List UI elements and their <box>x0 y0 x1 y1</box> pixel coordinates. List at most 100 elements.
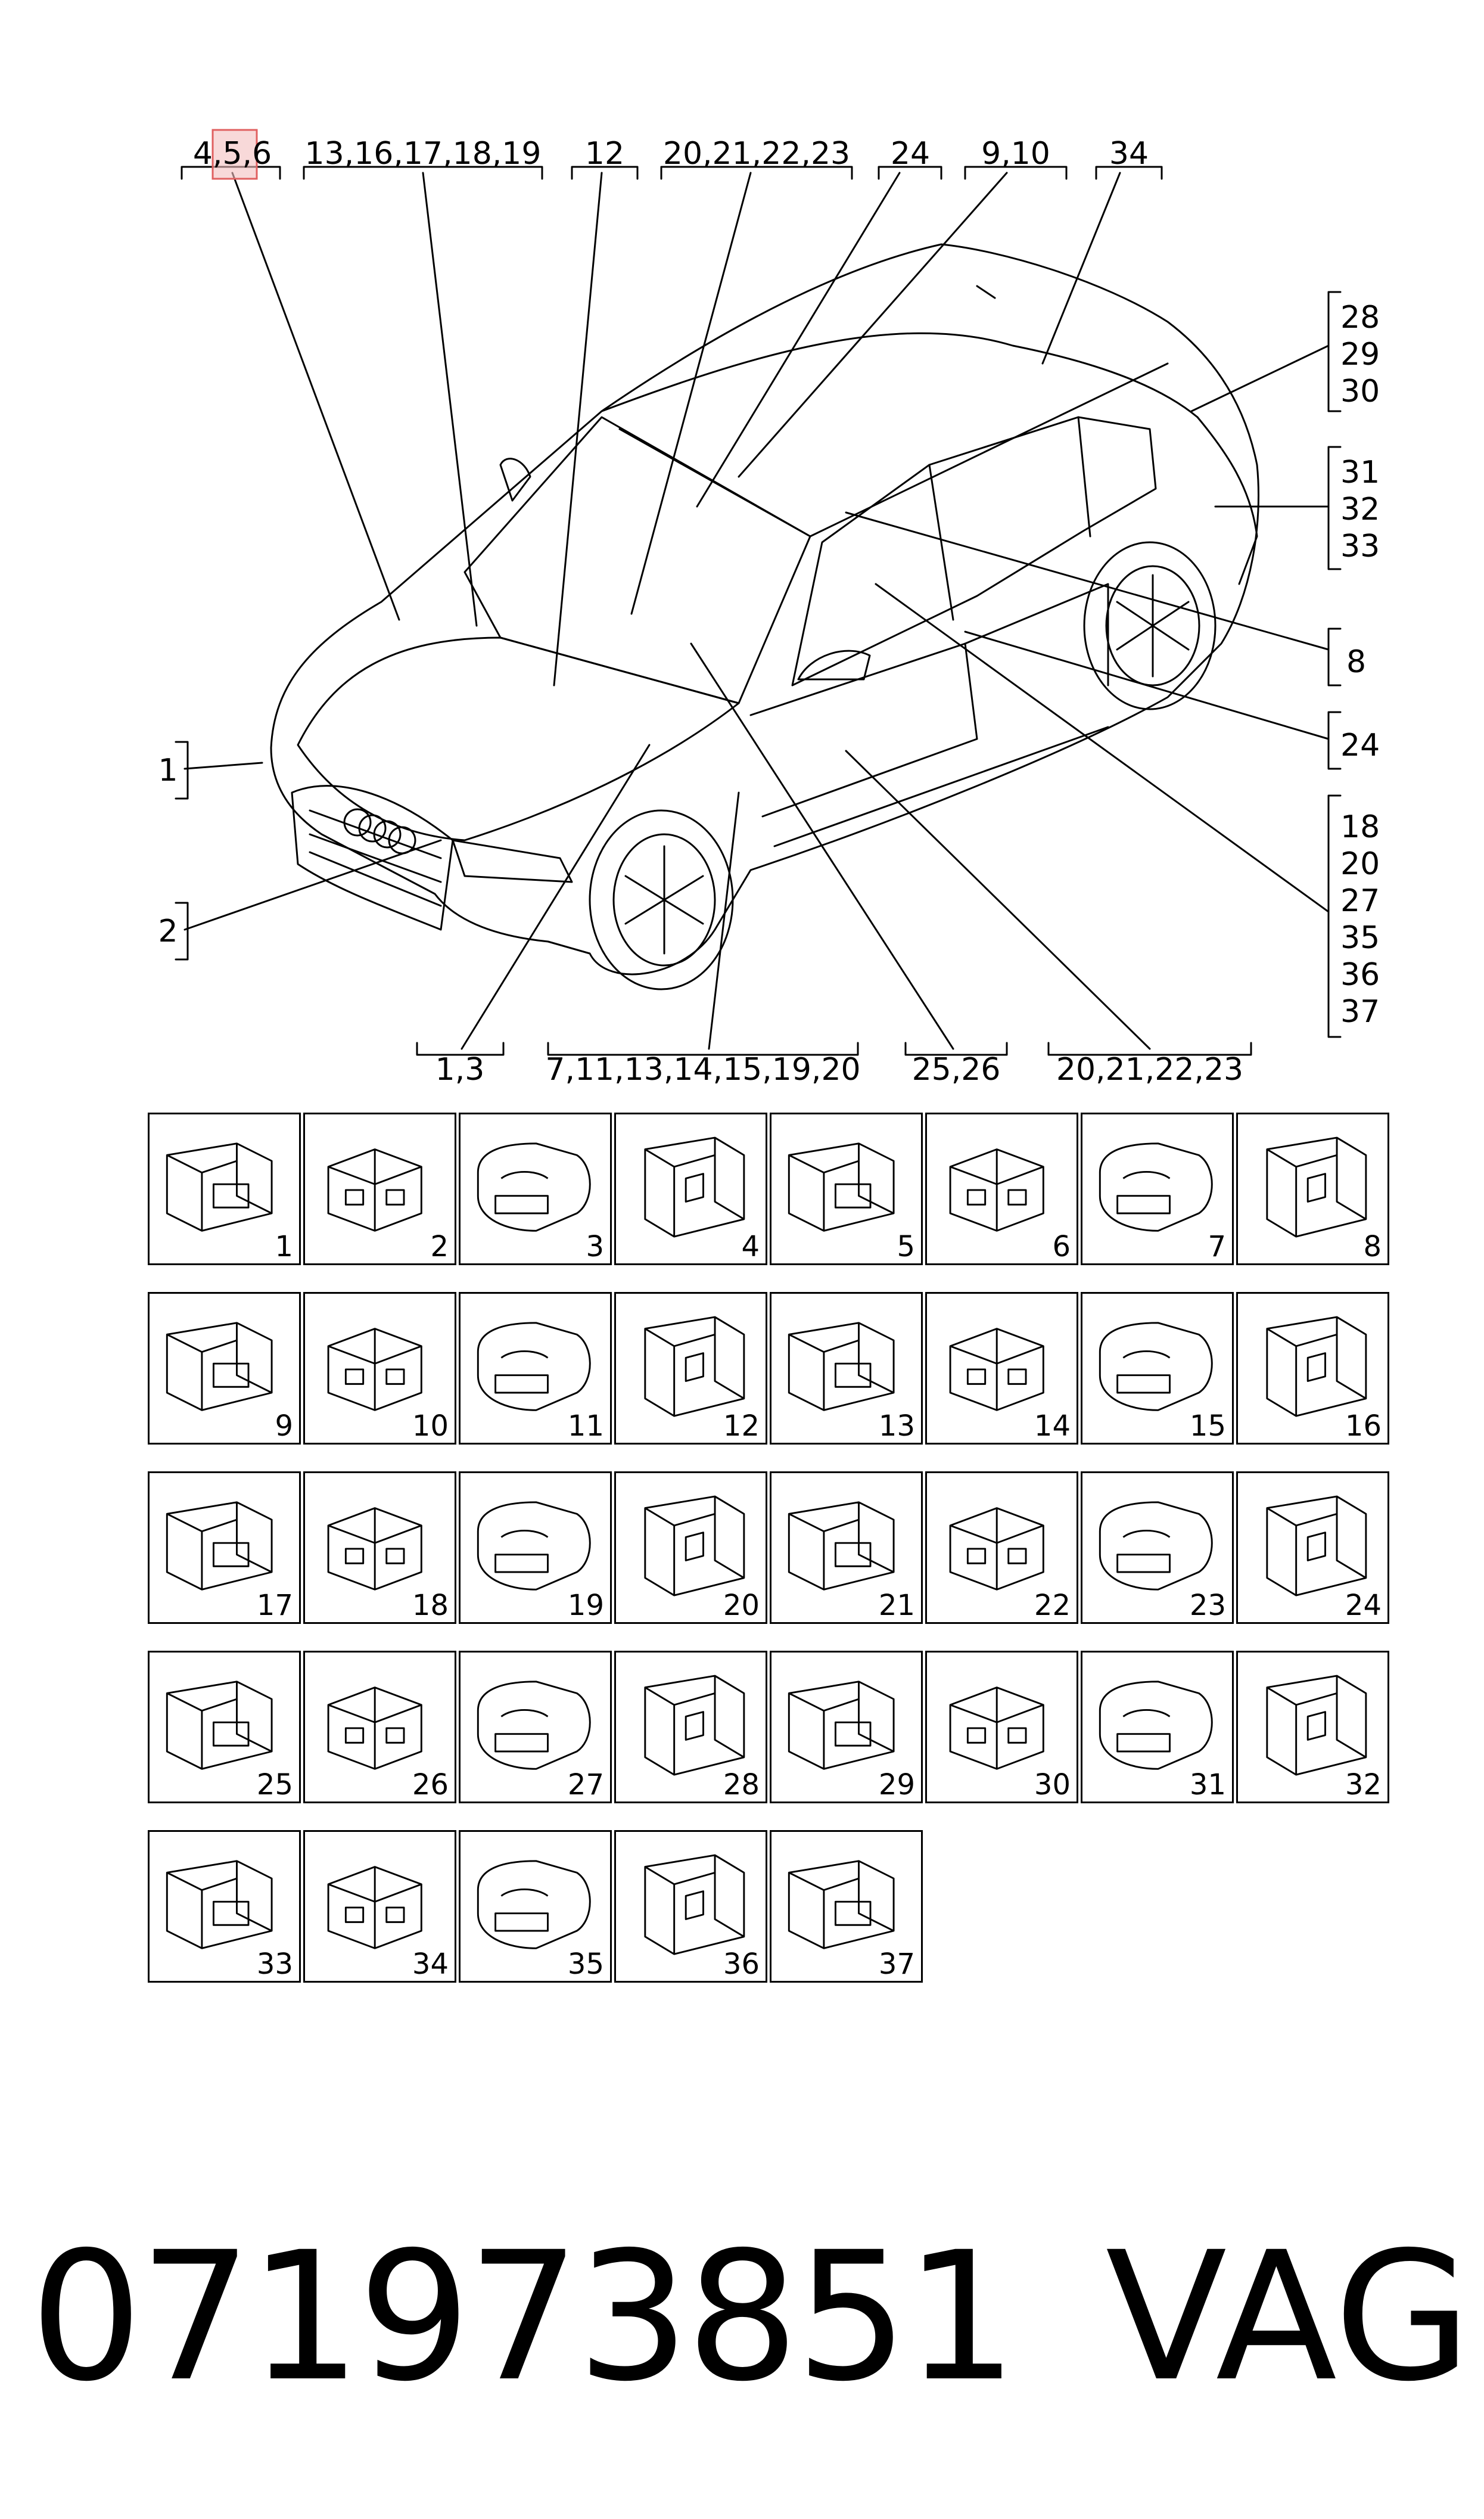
connector-icon <box>644 1675 745 1776</box>
connector-cell: 5 <box>770 1113 923 1265</box>
bottom-label-2: 7,11,13,14,15,19,20 <box>545 1052 860 1088</box>
connector-icon <box>327 1866 422 1949</box>
connector-cell: 31 <box>1081 1651 1234 1803</box>
bottom-label-3: 25,26 <box>912 1052 1001 1088</box>
connector-icon <box>949 1328 1044 1411</box>
connector-cell: 12 <box>614 1292 767 1445</box>
connector-cell: 22 <box>925 1471 1078 1624</box>
connector-number: 18 <box>412 1589 449 1622</box>
connector-icon <box>477 1681 591 1770</box>
right-label-30: 30 <box>1340 374 1380 409</box>
connector-number: 5 <box>897 1230 915 1263</box>
connector-cell: 13 <box>770 1292 923 1445</box>
connector-cell: 25 <box>148 1651 301 1803</box>
right-label-8: 8 <box>1346 644 1366 680</box>
connector-cell: 35 <box>459 1830 612 1983</box>
connector-icon <box>1266 1136 1367 1238</box>
connector-icon <box>477 1501 591 1591</box>
connector-number: 21 <box>878 1589 915 1622</box>
connector-number: 12 <box>723 1409 760 1443</box>
right-label-37: 37 <box>1340 994 1380 1030</box>
connector-icon <box>949 1686 1044 1770</box>
connector-number: 1 <box>275 1230 293 1263</box>
connector-number: 2 <box>430 1230 449 1263</box>
part-number: 071973851 <box>30 2214 1018 2421</box>
connector-cell: 27 <box>459 1651 612 1803</box>
connector-cell: 4 <box>614 1113 767 1265</box>
connector-cell: 7 <box>1081 1113 1234 1265</box>
connector-number: 8 <box>1363 1230 1382 1263</box>
connector-cell: 17 <box>148 1471 301 1624</box>
connector-number: 27 <box>567 1768 604 1801</box>
connector-icon <box>1266 1675 1367 1776</box>
connector-icon <box>477 1322 591 1411</box>
connector-icon <box>1099 1501 1213 1591</box>
connector-cell: 24 <box>1236 1471 1389 1624</box>
right-label-27: 27 <box>1340 883 1380 919</box>
connector-number: 10 <box>412 1409 449 1443</box>
connector-cell: 29 <box>770 1651 923 1803</box>
rear-wheel <box>1083 541 1217 710</box>
connector-icon <box>166 1681 273 1770</box>
connector-icon <box>1266 1316 1367 1417</box>
connector-cell: 8 <box>1236 1113 1389 1265</box>
top-label-1: 4,5,6 <box>193 136 272 172</box>
label-highlight <box>211 129 258 180</box>
top-label-2: 13,16,17,18,19 <box>305 136 542 172</box>
connector-number: 33 <box>256 1948 293 1981</box>
connector-icon <box>166 1501 273 1591</box>
connector-number: 6 <box>1052 1230 1071 1263</box>
connector-number: 31 <box>1189 1768 1226 1801</box>
connector-cell: 23 <box>1081 1471 1234 1624</box>
connector-cell: 30 <box>925 1651 1078 1803</box>
connector-icon <box>644 1854 745 1955</box>
right-label-32: 32 <box>1340 492 1380 527</box>
connector-number: 24 <box>1345 1589 1382 1622</box>
top-label-6: 9,10 <box>981 136 1050 172</box>
connector-number: 37 <box>878 1948 915 1981</box>
connector-cell: 15 <box>1081 1292 1234 1445</box>
connector-icon <box>788 1501 895 1591</box>
connector-cell: 36 <box>614 1830 767 1983</box>
connector-icon <box>166 1322 273 1411</box>
connector-icon <box>788 1322 895 1411</box>
connector-cell: 6 <box>925 1113 1078 1265</box>
right-label-35: 35 <box>1340 920 1380 956</box>
right-label-36: 36 <box>1340 957 1380 993</box>
footer: 071973851 VAG <box>30 2229 1471 2408</box>
right-label-33: 33 <box>1340 529 1380 564</box>
connector-number: 23 <box>1189 1589 1226 1622</box>
connector-number: 32 <box>1345 1768 1382 1801</box>
connector-number: 16 <box>1345 1409 1382 1443</box>
connector-cell: 19 <box>459 1471 612 1624</box>
connector-cell: 14 <box>925 1292 1078 1445</box>
connector-icon <box>949 1148 1044 1232</box>
connector-number: 7 <box>1208 1230 1226 1263</box>
connector-number: 9 <box>275 1409 293 1443</box>
connector-cell: 1 <box>148 1113 301 1265</box>
bottom-label-1: 1,3 <box>435 1052 485 1088</box>
connector-icon <box>788 1681 895 1770</box>
connector-icon <box>1099 1681 1213 1770</box>
connector-cell: 34 <box>303 1830 456 1983</box>
connector-number: 11 <box>567 1409 604 1443</box>
connector-cell: 32 <box>1236 1651 1389 1803</box>
connector-icon <box>1099 1322 1213 1411</box>
connector-icon <box>788 1860 895 1949</box>
connector-cell: 2 <box>303 1113 456 1265</box>
connector-cell: 3 <box>459 1113 612 1265</box>
car-outline <box>270 243 1259 976</box>
connector-number: 20 <box>723 1589 760 1622</box>
connector-icon <box>1266 1495 1367 1596</box>
connector-cell: 37 <box>770 1830 923 1983</box>
connector-cell: 10 <box>303 1292 456 1445</box>
connector-number: 13 <box>878 1409 915 1443</box>
connector-number: 36 <box>723 1948 760 1981</box>
connector-icon <box>644 1136 745 1238</box>
connector-cell: 33 <box>148 1830 301 1983</box>
right-label-20: 20 <box>1340 846 1380 882</box>
right-label-31: 31 <box>1340 455 1380 490</box>
connector-icon <box>327 1686 422 1770</box>
connector-icon <box>327 1507 422 1591</box>
connector-cell: 11 <box>459 1292 612 1445</box>
